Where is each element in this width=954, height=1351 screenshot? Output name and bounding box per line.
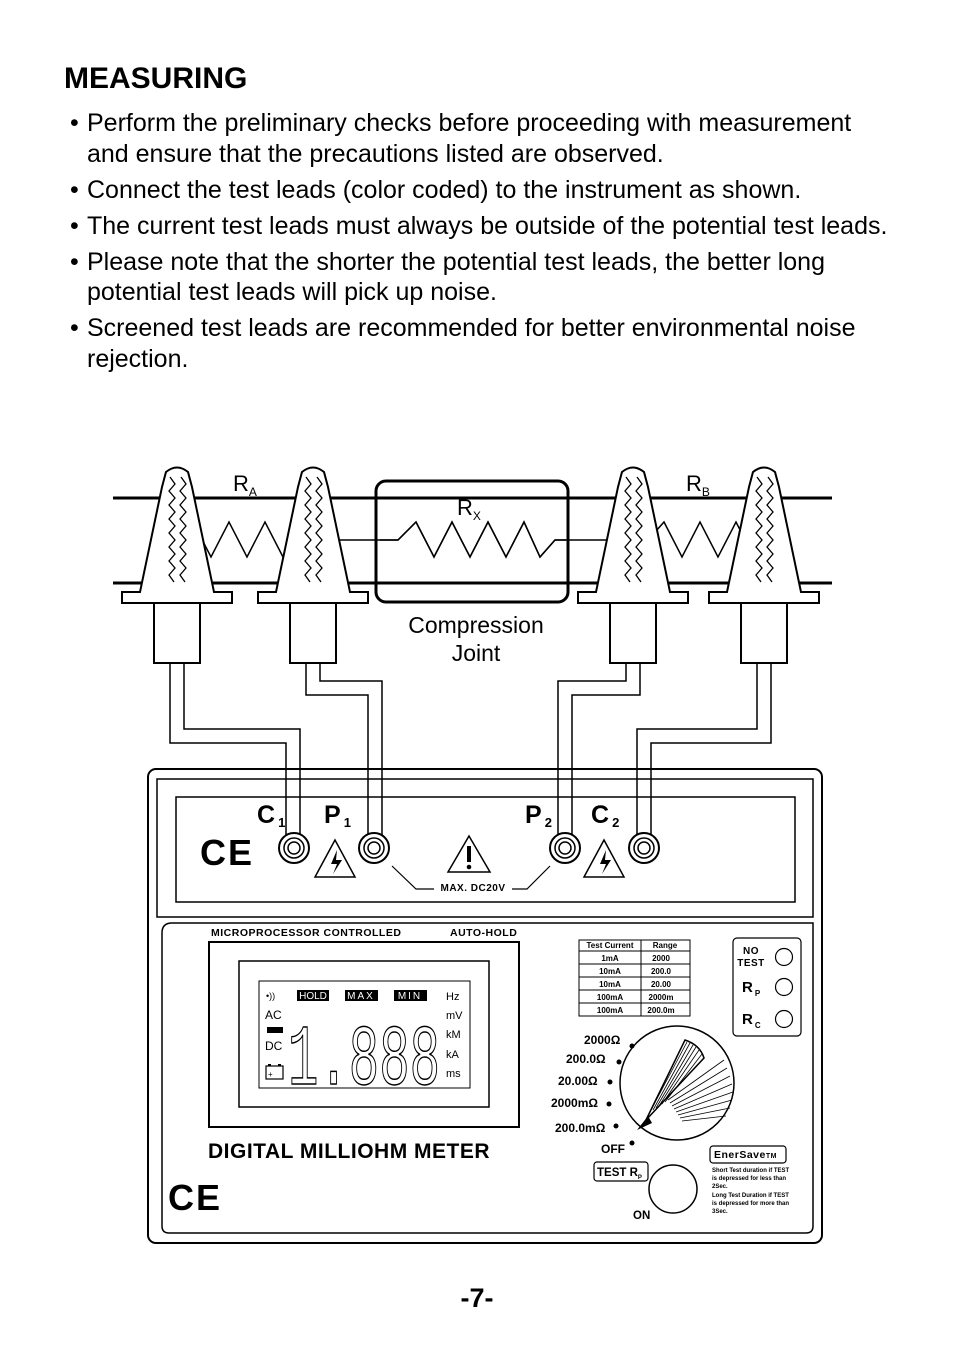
dial-range-200m[interactable]: 200.0mΩ xyxy=(555,1121,606,1135)
meter-title: DIGITAL MILLIOHM METER xyxy=(208,1140,490,1163)
range-table: Test Current Range 1mA 2000 10mA 200.0 1… xyxy=(578,939,691,1017)
bullet-item: Connect the test leads (color coded) to … xyxy=(70,175,890,206)
rp-led xyxy=(774,977,794,997)
compression-joint xyxy=(374,479,570,604)
joint-label: Joint xyxy=(452,640,501,666)
enersave-long-note: 3Sec. xyxy=(712,1209,728,1215)
lcd-unit: kA xyxy=(446,1049,460,1061)
battery-icon: + xyxy=(265,1064,284,1080)
rx-label: RX xyxy=(457,495,481,523)
lcd-unit: mV xyxy=(446,1010,463,1022)
bullet-item: Perform the preliminary checks before pr… xyxy=(70,108,890,169)
lcd-unit: kM xyxy=(446,1029,461,1041)
high-voltage-icon xyxy=(582,838,626,878)
terminal-socket-p1[interactable] xyxy=(358,832,390,864)
rc-led xyxy=(774,1009,794,1029)
page-title: MEASURING xyxy=(64,62,248,95)
lcd-display xyxy=(258,980,471,1089)
svg-text:100mA: 100mA xyxy=(597,993,623,1002)
dial-range-200[interactable]: 200.0Ω xyxy=(566,1052,606,1066)
autohold-label: AUTO-HOLD xyxy=(450,927,517,939)
dial-off[interactable]: OFF xyxy=(601,1142,625,1156)
svg-text:Test Current: Test Current xyxy=(587,941,634,950)
joint-label: Compression xyxy=(408,612,544,638)
svg-text:1mA: 1mA xyxy=(601,954,619,963)
terminal-socket-p2[interactable] xyxy=(549,832,581,864)
svg-text:200.0m: 200.0m xyxy=(647,1006,674,1015)
max-voltage-label: MAX. DC20V xyxy=(440,883,505,894)
lcd-max: MAX xyxy=(347,991,375,1002)
rb-label: RB xyxy=(686,471,710,499)
high-voltage-icon xyxy=(313,838,357,878)
page-number: -7- xyxy=(460,1283,494,1313)
svg-text:20.00: 20.00 xyxy=(651,980,672,989)
enersave-badge xyxy=(709,1145,787,1164)
enersave-short-note: is depressed for less than xyxy=(712,1176,786,1182)
test-button-label-box xyxy=(593,1161,649,1182)
range-selector-dial[interactable] xyxy=(619,1025,735,1141)
dial-range-20[interactable]: 20.00Ω xyxy=(558,1074,598,1088)
lcd-ac: AC xyxy=(265,1008,282,1022)
ce-mark: CE xyxy=(200,832,254,873)
enersave-long-note: Long Test Duration if TEST xyxy=(712,1193,789,1199)
indicator-panel xyxy=(732,937,802,1037)
ce-mark: CE xyxy=(168,1177,222,1218)
instruction-list: Perform the preliminary checks before pr… xyxy=(70,108,890,380)
svg-text:Range: Range xyxy=(653,941,678,950)
dial-range-2000[interactable]: 2000Ω xyxy=(584,1033,621,1047)
microprocessor-label: MICROPROCESSOR CONTROLLED xyxy=(211,927,401,939)
enersave-title: EnerSaveTM xyxy=(714,1149,777,1161)
lcd-reading: 1.888 xyxy=(288,1012,440,1110)
lcd-unit: ms xyxy=(446,1068,461,1080)
on-label: ON xyxy=(633,1210,650,1222)
svg-text:+: + xyxy=(268,1070,273,1079)
svg-text:200.0: 200.0 xyxy=(651,967,672,976)
enersave-long-note: is depressed for more than xyxy=(712,1201,789,1207)
no-test-label: TEST xyxy=(737,958,765,969)
svg-text:2000m: 2000m xyxy=(649,993,674,1002)
warning-icon xyxy=(446,834,492,873)
bullet-item: The current test leads must always be ou… xyxy=(70,211,890,242)
terminal-socket-c2[interactable] xyxy=(628,832,660,864)
svg-text:100mA: 100mA xyxy=(597,1006,623,1015)
ra-label: RA xyxy=(233,471,257,499)
meter-body xyxy=(147,768,823,1244)
no-test-label: NO xyxy=(743,946,759,957)
svg-text:2000: 2000 xyxy=(652,954,670,963)
lcd-hold: HOLD xyxy=(299,991,327,1002)
lcd-unit: Hz xyxy=(446,991,459,1003)
buzzer-icon: •)) xyxy=(266,991,275,1001)
terminal-socket-c1[interactable] xyxy=(278,832,310,864)
dial-range-2000m[interactable]: 2000mΩ xyxy=(551,1096,598,1110)
enersave-short-note: 2Sec. xyxy=(712,1184,728,1190)
svg-text:10mA: 10mA xyxy=(599,967,621,976)
lcd-dc: DC xyxy=(265,1039,283,1053)
lcd-min: MIN xyxy=(398,991,422,1002)
svg-text:10mA: 10mA xyxy=(599,980,621,989)
resistor-rx xyxy=(380,520,570,559)
enersave-short-note: Short Test duration if TEST xyxy=(712,1168,790,1174)
test-button-label: TEST RP xyxy=(597,1167,642,1181)
svg-text:•)): •)) xyxy=(266,991,275,1001)
bullet-item: Screened test leads are recommended for … xyxy=(70,313,890,374)
no-test-led xyxy=(774,947,794,967)
test-button[interactable] xyxy=(648,1164,698,1214)
bullet-item: Please note that the shorter the potenti… xyxy=(70,247,890,308)
